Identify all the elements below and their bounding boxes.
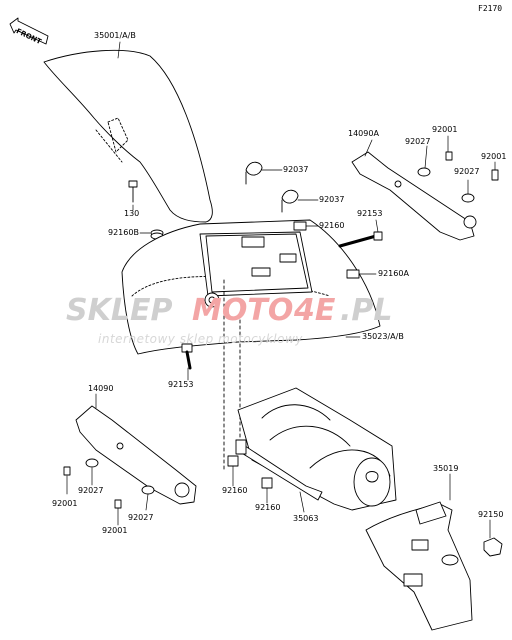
bolt-92001-b-icon [491, 169, 499, 181]
label-92160b: 92160B [108, 228, 139, 237]
label-130: 130 [124, 209, 140, 218]
label-92027-b: 92027 [454, 167, 480, 176]
watermark-subtitle: internetowy sklep motocyklowy [98, 332, 303, 346]
label-35019: 35019 [433, 464, 459, 473]
bolt-130-icon [128, 180, 138, 203]
license-bracket-35063 [235, 387, 397, 511]
watermark-part4: .PL [340, 293, 393, 328]
bolt-92001-a-icon [445, 151, 453, 161]
label-92153-lower: 92153 [168, 380, 194, 389]
washer-92027-c-icon [85, 458, 99, 468]
washer-92027-a-icon [417, 167, 431, 177]
front-arrow-icon [9, 17, 49, 45]
bracket-14090a [351, 151, 477, 241]
nut-92160-right-icon [261, 477, 273, 489]
clip-92037-upper-icon [245, 161, 263, 185]
diagram-code: F2170 [478, 4, 503, 13]
nut-92160-upper-icon [293, 221, 307, 231]
nut-92160a-icon [346, 269, 360, 279]
washer-92027-b-icon [461, 193, 475, 203]
watermark-part2: MOTO [192, 293, 294, 328]
label-92037-lower: 92037 [319, 195, 345, 204]
label-92037-upper: 92037 [283, 165, 309, 174]
clip-92037-lower-icon [281, 189, 299, 213]
label-35023: 35023/A/B [362, 332, 404, 341]
label-92160A: 92160A [378, 269, 409, 278]
front-fender [43, 49, 213, 223]
label-92001-c: 92001 [52, 499, 78, 508]
label-35063: 35063 [293, 514, 319, 523]
label-92001-a: 92001 [432, 125, 458, 134]
leader-lines [66, 41, 496, 539]
label-92150: 92150 [478, 510, 504, 519]
watermark-part3: 4E [294, 293, 336, 328]
bracket-14090 [75, 405, 197, 505]
license-plate-35019 [365, 501, 473, 631]
label-92027-a: 92027 [405, 137, 431, 146]
label-92160-left: 92160 [222, 486, 248, 495]
bolt-92153-upper-icon [338, 231, 383, 248]
nut-92150-icon [483, 537, 503, 557]
rear-fender [121, 219, 381, 471]
label-92001-b: 92001 [481, 152, 507, 161]
label-92027-d: 92027 [128, 513, 154, 522]
label-92001-d: 92001 [102, 526, 128, 535]
watermark-part1: SKLEP [66, 293, 173, 328]
washer-92027-d-icon [141, 485, 155, 495]
label-92160-upper: 92160 [319, 221, 345, 230]
nut-92160-left-icon [227, 455, 239, 467]
label-35001: 35001/A/B [94, 31, 136, 40]
bolt-92153-lower-icon [181, 343, 193, 370]
label-14090A: 14090A [348, 129, 379, 138]
label-92153-upper: 92153 [357, 209, 383, 218]
label-92160-right: 92160 [255, 503, 281, 512]
bolt-92001-d-icon [114, 499, 122, 509]
label-14090: 14090 [88, 384, 114, 393]
bolt-92001-c-icon [63, 466, 71, 476]
label-92027-c: 92027 [78, 486, 104, 495]
